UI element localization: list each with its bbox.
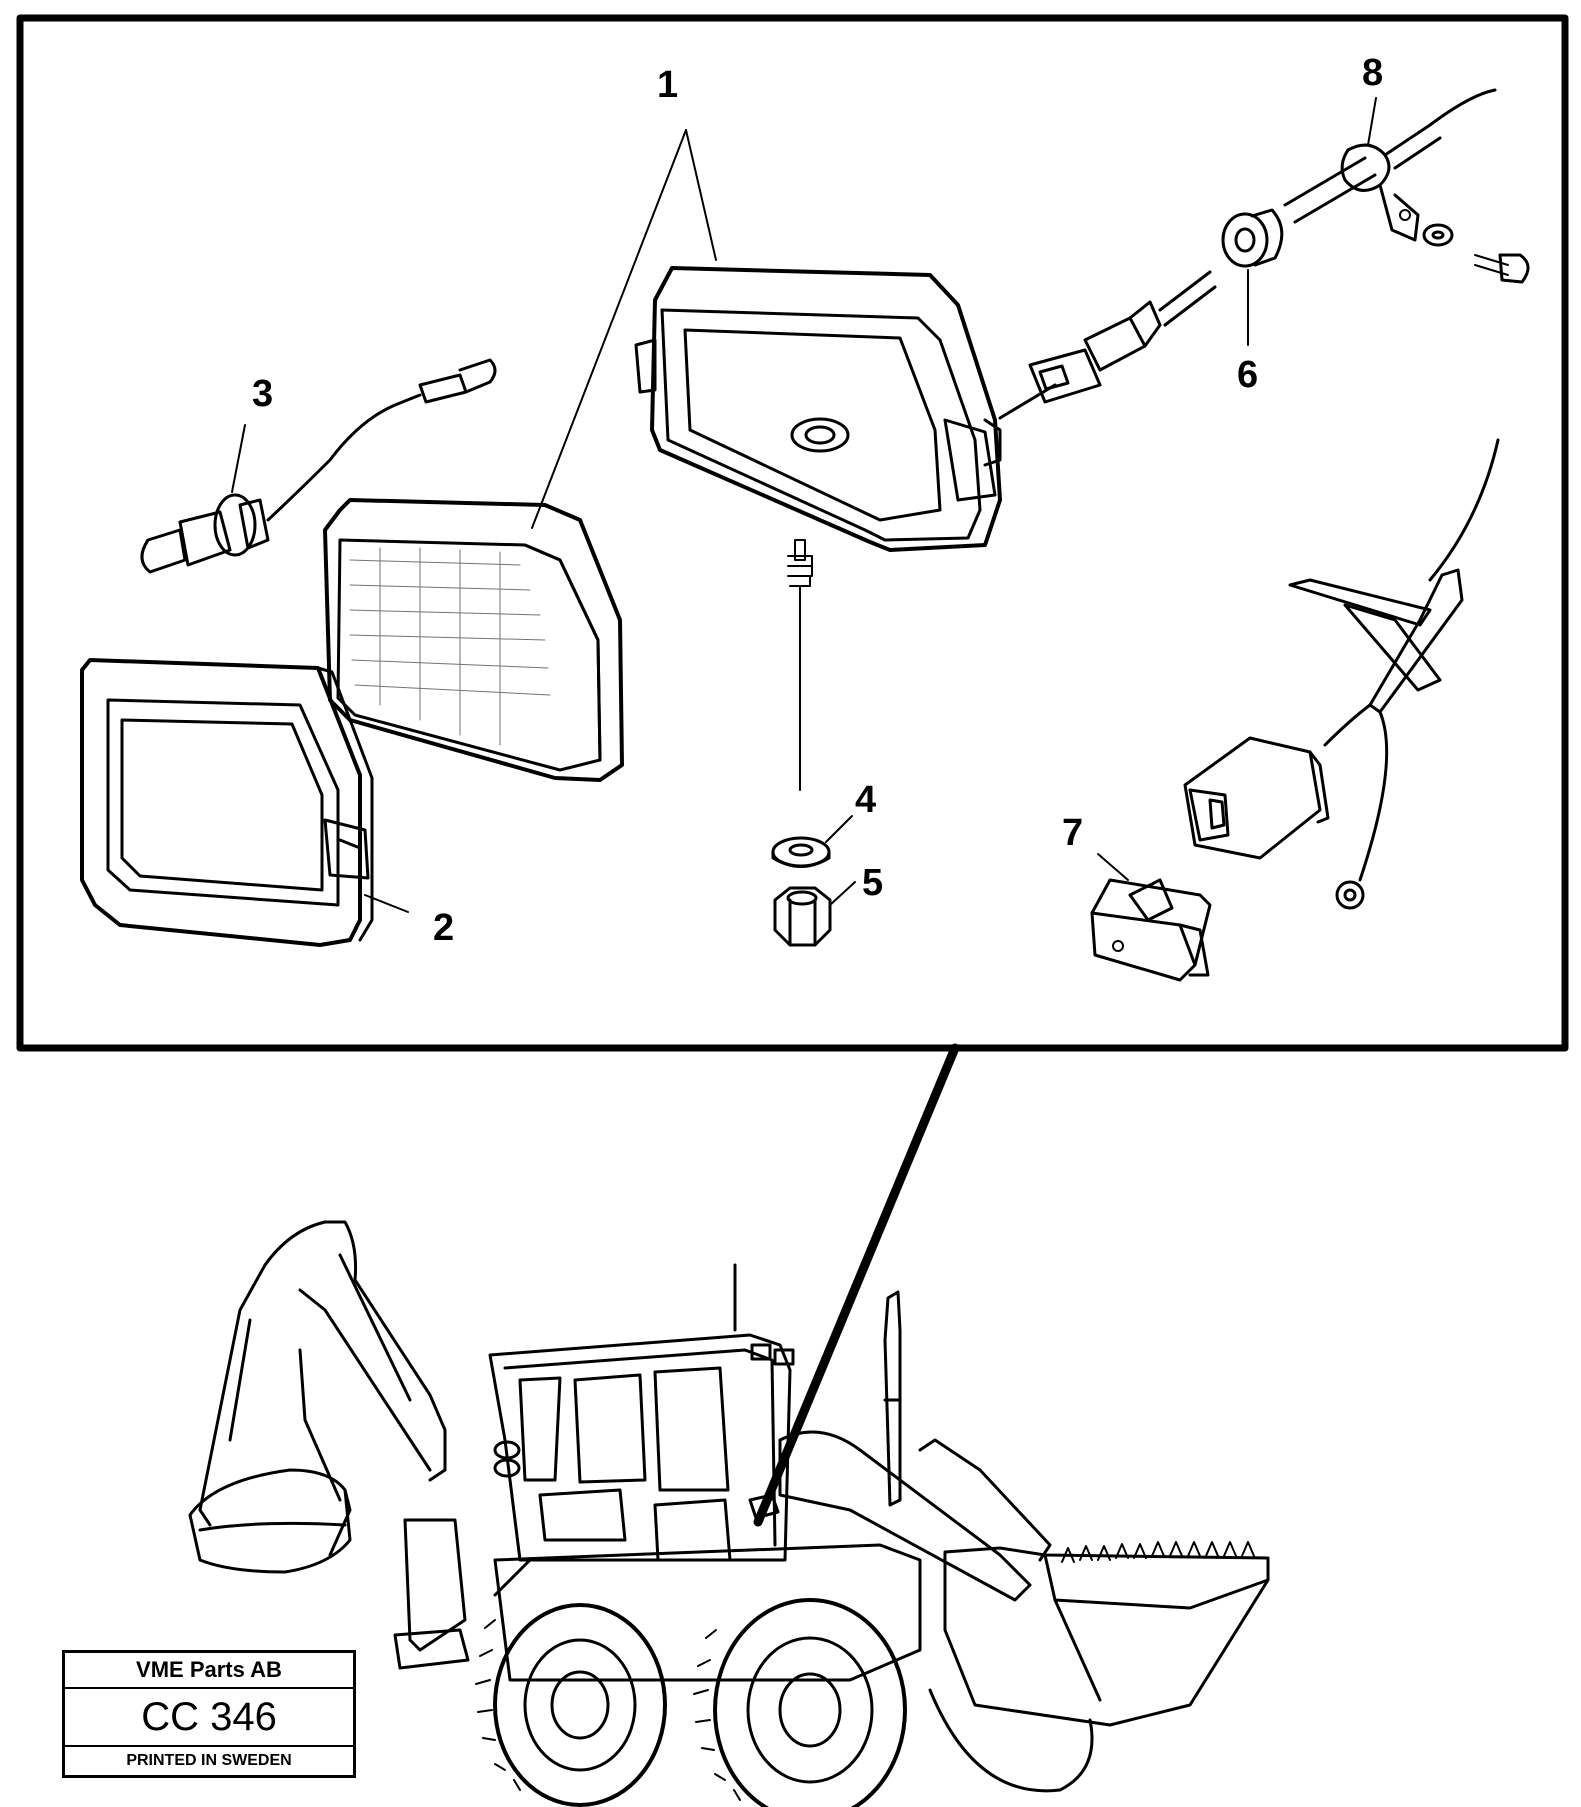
detail-leader-line — [753, 1043, 960, 1527]
callout-3: 3 — [252, 373, 273, 415]
callout-2-leader — [364, 894, 409, 913]
callout-7: 7 — [1062, 812, 1083, 854]
grommet — [1221, 208, 1284, 268]
lamp-lens — [323, 498, 624, 782]
plug — [1090, 878, 1212, 982]
title-block: VME Parts AB CC 346 PRINTED IN SWEDEN — [62, 1650, 356, 1778]
callout-1: 1 — [657, 64, 678, 106]
callout-1-leader-b — [685, 129, 717, 261]
detail-frame — [16, 14, 1569, 1052]
callout-2: 2 — [433, 907, 454, 949]
cable-clamp — [1283, 88, 1530, 284]
callout-1-leader-a — [531, 129, 687, 529]
callout-7-leader — [1097, 853, 1129, 881]
callout-4-leader — [825, 815, 853, 843]
callout-6: 6 — [1237, 354, 1258, 396]
callout-8: 8 — [1362, 52, 1383, 94]
lamp-front-frame — [80, 658, 374, 947]
wiring-harness — [1183, 438, 1500, 910]
callout-8-leader — [1367, 97, 1377, 146]
nut — [773, 886, 832, 947]
callout-4: 4 — [855, 779, 876, 821]
callout-3-leader — [231, 424, 246, 493]
lamp-cable-connector — [998, 270, 1217, 420]
callout-5: 5 — [862, 862, 883, 904]
backhoe-loader — [188, 1220, 1270, 1807]
diagram-code: CC 346 — [65, 1689, 353, 1747]
callout-5-leader — [829, 881, 856, 906]
company-name: VME Parts AB — [65, 1653, 353, 1689]
washer — [771, 836, 831, 868]
lamp-housing — [634, 266, 1002, 791]
printed-note: PRINTED IN SWEDEN — [126, 1752, 292, 1769]
bulb — [140, 358, 497, 574]
